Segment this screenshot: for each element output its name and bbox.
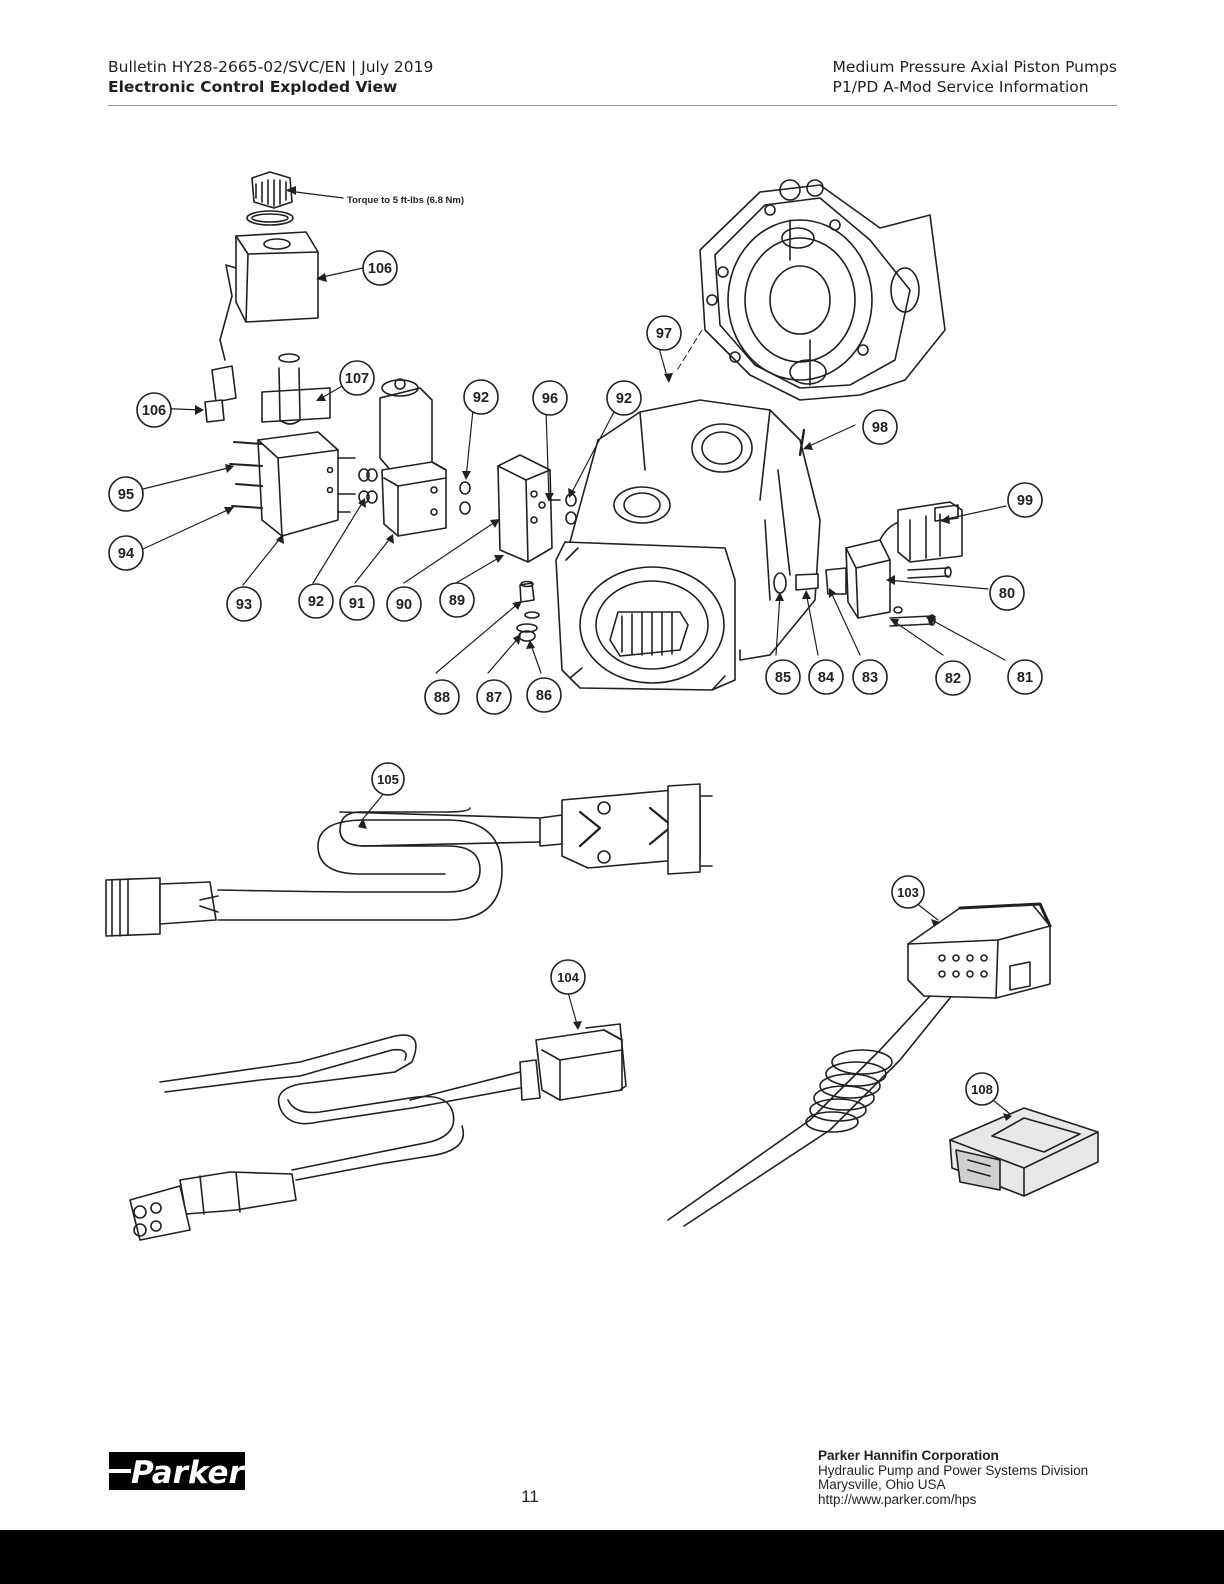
pump-end-cover xyxy=(699,179,946,401)
svg-text:80: 80 xyxy=(999,586,1015,602)
pump-body xyxy=(555,399,821,691)
callouts: 106 106 107 97 98 92 96 92 95 94 93 92 9… xyxy=(108,250,1043,1106)
svg-text:87: 87 xyxy=(486,690,502,706)
svg-text:82: 82 xyxy=(945,671,961,687)
company-location: Marysville, Ohio USA xyxy=(818,1477,946,1492)
callout-91: 91 xyxy=(339,585,375,621)
svg-text:96: 96 xyxy=(542,391,558,407)
svg-text:92: 92 xyxy=(473,390,489,406)
callout-95: 95 xyxy=(108,476,144,512)
svg-text:83: 83 xyxy=(862,670,878,686)
svg-text:98: 98 xyxy=(872,420,888,436)
svg-text:106: 106 xyxy=(142,403,166,419)
callout-84: 84 xyxy=(808,659,844,695)
svg-text:105: 105 xyxy=(377,772,399,787)
header-rule xyxy=(108,105,1117,106)
callout-81: 81 xyxy=(1007,659,1043,695)
document-title: P1/PD A-Mod Service Information xyxy=(832,78,1089,96)
solenoid-coil-assembly xyxy=(204,171,331,425)
product-family: Medium Pressure Axial Piston Pumps xyxy=(832,58,1117,76)
callout-107: 107 xyxy=(339,360,375,396)
svg-text:89: 89 xyxy=(449,593,465,609)
callout-106-coil: 106 xyxy=(362,250,398,286)
exploded-view-drawing: Torque to 5 ft-lbs (6.8 Nm) 106 106 107 … xyxy=(105,171,1099,1241)
cable-105 xyxy=(105,783,713,937)
callout-106-lead: 106 xyxy=(136,392,172,428)
spool-valve xyxy=(358,378,447,537)
connector-103 xyxy=(667,902,1052,1227)
svg-text:99: 99 xyxy=(1017,493,1033,509)
bottom-black-band xyxy=(0,1530,1224,1584)
company-url[interactable]: http://www.parker.com/hps xyxy=(818,1491,977,1507)
svg-text:90: 90 xyxy=(396,597,412,613)
callout-96: 96 xyxy=(532,380,568,416)
callout-98: 98 xyxy=(862,409,898,445)
leader-lines xyxy=(142,190,1011,1115)
svg-text:94: 94 xyxy=(118,546,134,562)
callout-87: 87 xyxy=(476,679,512,715)
company-name: Parker Hannifin Corporation xyxy=(818,1448,999,1463)
callout-92-top: 92 xyxy=(463,379,499,415)
svg-text:103: 103 xyxy=(897,885,919,900)
callout-103: 103 xyxy=(891,875,925,909)
svg-text:86: 86 xyxy=(536,688,552,704)
logo-wordmark: Parker xyxy=(131,1455,245,1490)
valve-block xyxy=(229,431,356,537)
cable-104 xyxy=(129,1023,627,1241)
company-division: Hydraulic Pump and Power Systems Divisio… xyxy=(818,1462,1089,1478)
parker-logo: Parker xyxy=(109,1452,245,1490)
page-number: 11 xyxy=(521,1487,539,1506)
callout-108: 108 xyxy=(965,1072,999,1106)
svg-text:85: 85 xyxy=(775,670,791,686)
plug-and-orifice xyxy=(516,580,540,642)
arrowheads xyxy=(195,186,1012,1121)
header-left: Bulletin HY28-2665-02/SVC/EN | July 2019… xyxy=(108,57,433,97)
cover-centerline xyxy=(675,329,703,373)
svg-text:95: 95 xyxy=(118,487,134,503)
torque-note: Torque to 5 ft-lbs (6.8 Nm) xyxy=(347,195,464,206)
callout-90: 90 xyxy=(386,586,422,622)
callout-88: 88 xyxy=(424,679,460,715)
adapter-plate xyxy=(459,454,577,563)
callout-83: 83 xyxy=(852,659,888,695)
manual-page: Bulletin HY28-2665-02/SVC/EN | July 2019… xyxy=(105,57,1117,1507)
callout-82: 82 xyxy=(935,660,971,696)
svg-text:106: 106 xyxy=(368,261,392,277)
svg-text:92: 92 xyxy=(616,391,632,407)
svg-text:93: 93 xyxy=(236,597,252,613)
svg-text:107: 107 xyxy=(345,371,369,387)
callout-105: 105 xyxy=(371,762,405,796)
callout-92-bottom: 92 xyxy=(298,583,334,619)
company-address: Parker Hannifin Corporation Hydraulic Pu… xyxy=(818,1448,1089,1507)
svg-text:88: 88 xyxy=(434,690,450,706)
bulletin-number: Bulletin HY28-2665-02/SVC/EN | July 2019 xyxy=(108,58,434,76)
callout-99: 99 xyxy=(1007,482,1043,518)
callout-89: 89 xyxy=(439,582,475,618)
callout-97: 97 xyxy=(646,315,682,351)
svg-text:97: 97 xyxy=(656,326,672,342)
svg-text:81: 81 xyxy=(1017,670,1033,686)
header-right: Medium Pressure Axial Piston Pumps P1/PD… xyxy=(833,57,1117,97)
svg-text:92: 92 xyxy=(308,594,324,610)
svg-text:104: 104 xyxy=(557,970,579,985)
callout-93: 93 xyxy=(226,586,262,622)
section-title: Electronic Control Exploded View xyxy=(108,78,398,96)
control-module-108 xyxy=(949,1107,1099,1197)
callout-85: 85 xyxy=(765,659,801,695)
callout-92-right: 92 xyxy=(606,380,642,416)
svg-text:84: 84 xyxy=(818,670,834,686)
callout-80: 80 xyxy=(989,575,1025,611)
svg-text:108: 108 xyxy=(971,1082,993,1097)
svg-text:91: 91 xyxy=(349,596,365,612)
callout-94: 94 xyxy=(108,535,144,571)
callout-104: 104 xyxy=(550,959,586,995)
callout-86: 86 xyxy=(526,677,562,713)
